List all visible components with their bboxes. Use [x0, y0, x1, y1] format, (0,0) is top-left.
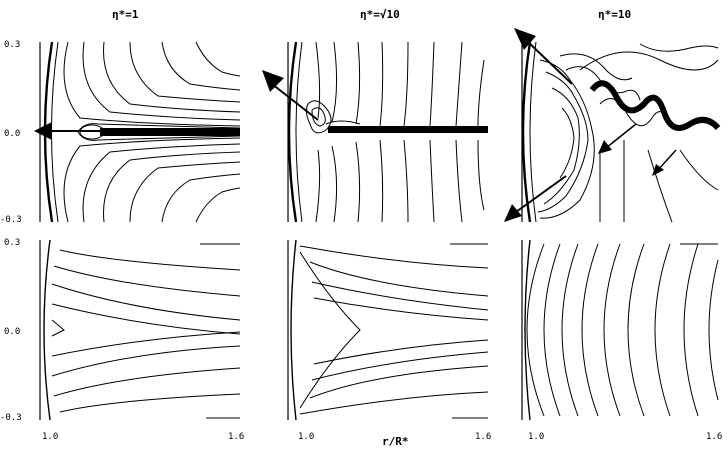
panel-3-top: [504, 28, 721, 223]
x-tick-1-end: 1.6: [228, 432, 245, 442]
y-tick-bottom-0.0: 0.0: [4, 327, 21, 337]
x-tick-1-start: 1.0: [42, 432, 59, 442]
y-tick-bottom--0.3: -0.3: [0, 413, 22, 423]
panel-2-bottom: [287, 239, 489, 421]
x-tick-3-start: 1.0: [528, 432, 545, 442]
x-tick-3-end: 1.6: [706, 432, 723, 442]
panel-1-top: [34, 41, 241, 223]
x-tick-2-end: 1.6: [475, 432, 492, 442]
y-tick-top-0.0: 0.0: [4, 129, 21, 139]
panel-title-3: η*=10: [598, 8, 632, 21]
panel-1-bottom: [39, 239, 241, 421]
y-tick-top-0.3: 0.3: [4, 40, 21, 50]
panel-title-1: η*=1: [112, 8, 139, 21]
panel-2-top: [262, 41, 488, 223]
x-axis-label: r/R*: [382, 435, 409, 448]
panel-3-bottom: [521, 239, 719, 421]
y-tick-bottom-0.3: 0.3: [4, 238, 21, 248]
panel-title-2: η*=√10: [360, 8, 400, 21]
x-tick-2-start: 1.0: [298, 432, 315, 442]
y-tick-top--0.3: -0.3: [0, 215, 22, 225]
